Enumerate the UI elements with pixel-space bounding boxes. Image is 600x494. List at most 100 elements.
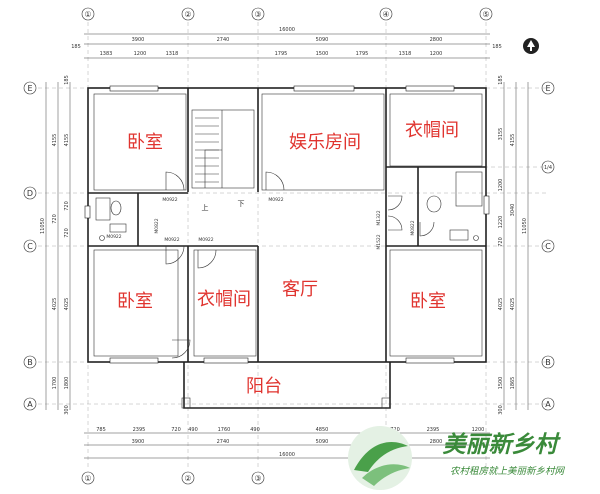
axis-top-3: ③ [254,10,261,19]
right-dimensions: 11050 4155 3040 4025 1865 185 3155 1200 … [498,75,529,415]
dim-left-inner-6: 1800 [64,377,70,390]
axis-top-2: ② [184,10,191,19]
dim-top-r3-4: 1795 [275,51,288,57]
bottom-axis-markers: ① ② ③ ④ [81,471,393,485]
north-compass-icon [523,38,539,54]
axis-bottom-2: ② [184,474,191,483]
door-tag-8: M1522 [376,234,382,249]
dim-bottom-total: 16000 [279,452,295,458]
room-bedroom-bottom-left: 卧室 [117,291,153,312]
dim-top-r3-5: 1500 [316,51,329,57]
axis-top-1: ① [84,10,91,19]
top-axis-markers: ① ② ③ ④ ⑤ [81,7,493,21]
stair-up-label: 上 [202,203,209,212]
dim-bottom-r1-7: 4850 [316,427,329,433]
door-tag-6: M0822 [410,220,416,235]
top-dimensions: 16000 3900 2740 5090 2800 1383 1200 1318… [71,27,502,59]
dim-right-outer-2: 3040 [510,204,516,217]
door-tag-2: M0922 [268,197,283,203]
dim-left-outer-2: 720 [52,214,58,224]
axis-left-a: A [27,400,33,409]
dim-top-r2-2: 2740 [217,37,230,43]
left-axis-markers: E D C B A [23,81,37,411]
right-axis-markers: E 1/4 C B A [541,81,555,411]
dim-top-r3-1: 1383 [100,51,113,57]
dim-bottom-r2-4: 2800 [430,439,443,445]
dim-top-r3-8: 1200 [430,51,443,57]
axis-right-quarter: 1/4 [544,165,552,171]
axis-left-e: E [27,84,32,93]
axis-right-a: A [545,400,551,409]
dim-left-outer-1: 4155 [52,134,58,147]
dim-left-inner-7: 300 [64,405,70,415]
door-tag-7: M1322 [376,210,382,225]
door-tag-9: M0922 [106,234,121,240]
axis-top-5: ⑤ [482,10,489,19]
stair-down-label: 下 [238,200,245,208]
dim-bottom-r1-4: 490 [188,427,198,433]
axis-right-b: B [545,358,551,367]
axis-right-c: C [545,242,551,251]
watermark-subtitle: 农村租房就上美丽新乡村网 [450,465,566,477]
windows [84,85,490,364]
dim-left-outer-3: 4025 [52,298,58,311]
dim-top-r3-3: 1318 [166,51,179,57]
room-labels: 卧室 娱乐房间 衣帽间 卧室 衣帽间 客厅 卧室 阳台 [117,120,459,397]
dim-top-left-small: 185 [71,44,81,50]
doors: M0922 M0922 M0822 M0922 M0922 M0822 M132… [106,171,435,359]
bathroom-fixtures-left [95,197,127,241]
dim-right-outer-4: 1865 [510,377,516,390]
bathroom-fixtures-right [426,171,483,241]
dim-right-total: 11050 [522,218,528,234]
dim-bottom-r1-extra: 1200 [472,427,485,433]
dim-bottom-r1-5: 1760 [218,427,231,433]
room-entertainment: 娱乐房间 [289,132,361,153]
dim-top-r3-2: 1200 [134,51,147,57]
dim-bottom-r1-2: 2395 [133,427,146,433]
door-tag-1: M0922 [162,197,177,203]
dim-right-inner-5: 720 [498,237,504,247]
axis-bottom-3: ③ [254,474,261,483]
bottom-dimensions: 785 2395 720 490 1760 490 4850 720 2395 … [84,427,490,459]
dim-left-inner-3: 720 [64,201,70,211]
room-bedroom-top-left: 卧室 [127,132,163,153]
axis-top-4: ④ [382,10,389,19]
watermark: 美丽新乡村 农村租房就上美丽新乡村网 [348,426,565,490]
dim-bottom-r2-2: 2740 [217,439,230,445]
dim-top-r2-4: 2800 [430,37,443,43]
dim-right-outer-3: 4025 [510,298,516,311]
left-dimensions: 11050 4155 720 4025 1700 185 4155 720 72… [40,75,71,415]
room-living: 客厅 [282,279,318,300]
dim-top-r2-1: 3900 [132,37,145,43]
dim-left-total: 11050 [40,218,46,234]
dim-right-inner-6: 4025 [498,298,504,311]
axis-bottom-1: ① [84,474,91,483]
dim-top-r3-7: 1318 [399,51,412,57]
room-bedroom-bottom-right: 卧室 [410,291,446,312]
dim-left-inner-1: 185 [64,75,70,85]
dim-right-inner-2: 3155 [498,128,504,141]
watermark-logo [348,426,412,490]
dim-top-r3-6: 1795 [356,51,369,57]
dim-top-total: 16000 [279,27,295,33]
door-tag-4: M0922 [164,237,179,243]
axis-left-b: B [27,358,33,367]
dim-left-inner-2: 4155 [64,134,70,147]
dim-bottom-r2-1: 3900 [132,439,145,445]
dim-right-inner-4: 1220 [498,216,504,229]
staircase: 上 下 [191,109,255,212]
room-balcony: 阳台 [246,376,282,397]
dim-left-inner-5: 4025 [64,298,70,311]
dim-bottom-r2-3: 5090 [316,439,329,445]
balcony-outline [181,362,391,409]
dim-right-inner-1: 185 [498,75,504,85]
walls [87,87,487,363]
dim-left-outer-4: 1700 [52,377,58,390]
dim-bottom-r1-9: 2395 [427,427,440,433]
dim-right-inner-7: 1500 [498,377,504,390]
dim-right-inner-8: 300 [498,405,504,415]
door-tag-3: M0822 [154,218,160,233]
dim-bottom-r1-1: 785 [96,427,106,433]
axis-left-c: C [27,242,33,251]
